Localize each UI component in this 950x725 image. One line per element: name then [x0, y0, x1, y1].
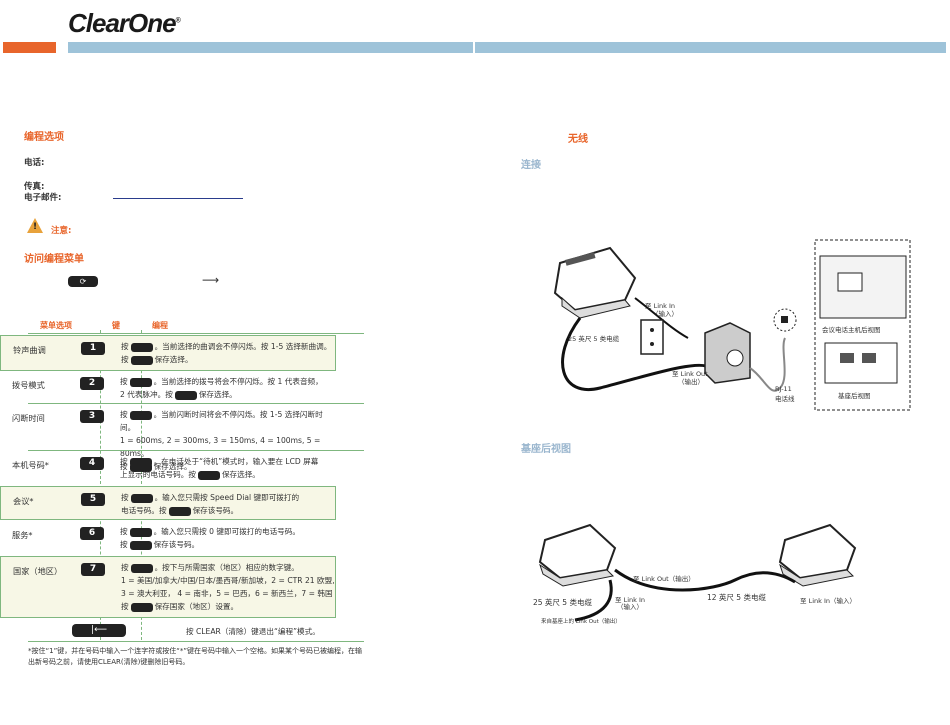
email-label: 电子邮件: [24, 193, 62, 203]
section-title-wireless: 无线 [568, 134, 588, 145]
key-1: 1 [81, 342, 105, 355]
program-key-icon [130, 355, 153, 365]
section-title-programming-options: 编程选项 [24, 132, 64, 143]
program-key-icon [130, 493, 153, 503]
connection-diagram: 至 Link In （输入） 25 英尺 5 类电缆 至 Link Out （输… [540, 238, 915, 413]
email-link-underline[interactable] [113, 198, 243, 199]
col-key: 键 [112, 321, 120, 330]
orange-header-bar [3, 42, 56, 53]
table-row: 闪断时间 3 按。当前闪断时间将会不停闪烁。按 1-5 选择闪断时间。 1 = … [12, 410, 323, 472]
key-2: 2 [80, 377, 104, 390]
program-key-icon [129, 377, 152, 387]
key-3: 3 [80, 410, 104, 423]
program-key-icon [130, 563, 153, 573]
program-key-icon [129, 462, 152, 472]
program-key-icon [174, 390, 197, 400]
table-row: 本机号码* 4 按。在电话处于“待机”模式时，输入要在 LCD 屏幕 上显示的电… [12, 457, 319, 480]
fax-label: 传真: [24, 182, 45, 192]
clear-key-icon: |⟵ [72, 624, 126, 637]
program-key-icon: ⟳ [68, 276, 98, 287]
program-key-icon [129, 410, 152, 420]
col-programming: 编程 [152, 321, 168, 330]
program-key-icon [129, 527, 152, 537]
key-6: 6 [80, 527, 104, 540]
section-title-connect: 连接 [521, 160, 541, 171]
warning-icon: ! [27, 218, 43, 233]
section-title-access-menu: 访问编程菜单 [24, 254, 84, 265]
program-key-icon [168, 506, 191, 516]
program-key-icon [129, 457, 152, 467]
connection-diagram-svg [553, 239, 911, 411]
table-row: 拨号模式 2 按。当前选择的拨号将会不停闪烁。按 1 代表音频， 2 代表脉冲。… [12, 377, 323, 400]
key-5: 5 [81, 493, 105, 506]
program-key-icon [130, 602, 153, 612]
note-label: 注意: [51, 226, 72, 236]
section-title-rear-view: 基座后视图 [521, 444, 571, 455]
col-menu-option: 菜单选项 [40, 321, 72, 330]
table-row: 铃声曲调 1 按。当前选择的曲调会不停闪烁。按 1-5 选择新曲调。 按保存选择… [0, 335, 336, 371]
clearone-logo: ClearOne® [68, 8, 181, 38]
daisy-chain-diagram-svg [538, 523, 857, 622]
table-row: 服务* 6 按。输入您只需按 0 键即可拨打的电话号码。 按保存该号码。 [12, 527, 300, 550]
program-key-icon [130, 342, 153, 352]
blue-header-bar [68, 42, 946, 53]
table-header: 菜单选项 键 编程 [28, 318, 364, 332]
program-key-icon [197, 470, 220, 480]
table-row: 会议* 5 按。输入您只需按 Speed Dial 键即可拨打的 电话号码。按保… [0, 486, 336, 520]
daisy-chain-diagram: 至 Link Out（输出） 25 英尺 5 类电缆 至 Link In （输入… [533, 520, 865, 630]
key-4: 4 [80, 457, 104, 470]
key-7: 7 [81, 563, 105, 576]
arrow-right-icon: ⟶ [202, 273, 220, 287]
table-row: 国家（地区） 7 按。按下与所需国家（地区）相应的数字键。 1 = 美国/加拿大… [0, 556, 336, 618]
programming-table: 菜单选项 键 编程 [28, 318, 364, 332]
footnote: *按住“1”键，并在号码中输入一个连字符或按住“*”键在号码中输入一个空格。如果… [28, 647, 362, 666]
phone-label: 电话: [24, 158, 45, 168]
program-key-icon [129, 540, 152, 550]
clear-instruction: 按 CLEAR（清除）键退出“编程”模式。 [186, 627, 320, 636]
